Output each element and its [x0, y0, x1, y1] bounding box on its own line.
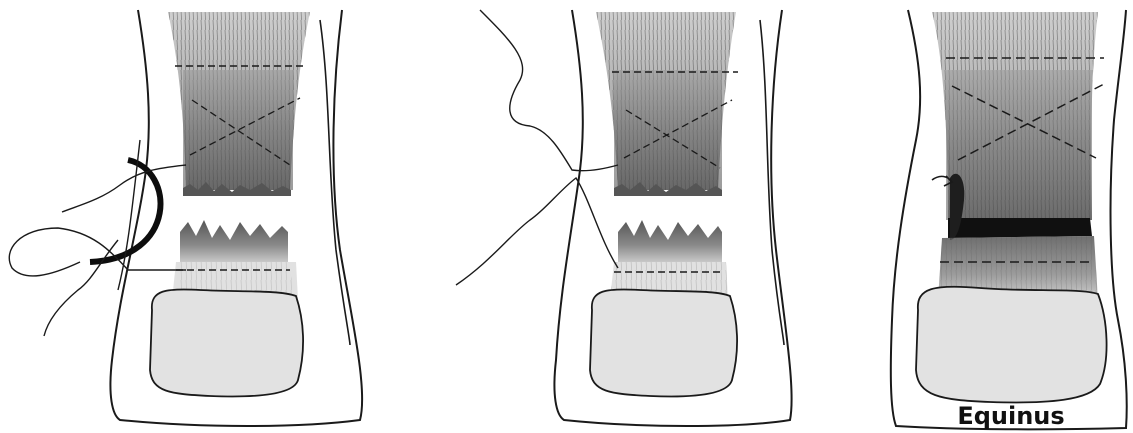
- left-calcaneus: [150, 289, 303, 396]
- right-calcaneus: [916, 287, 1107, 403]
- left-panel: [9, 10, 362, 426]
- left-distal-tendon: [180, 220, 288, 262]
- right-panel-caption: Equinus: [957, 402, 1064, 430]
- right-panel: Equinus: [891, 10, 1127, 430]
- right-rupture-gap: [948, 218, 1092, 238]
- middle-distal-tendon: [618, 220, 722, 262]
- middle-suture-thread: [456, 10, 618, 285]
- left-suture-needle: [90, 160, 160, 262]
- middle-calcaneus: [590, 289, 737, 396]
- middle-panel: [456, 10, 792, 426]
